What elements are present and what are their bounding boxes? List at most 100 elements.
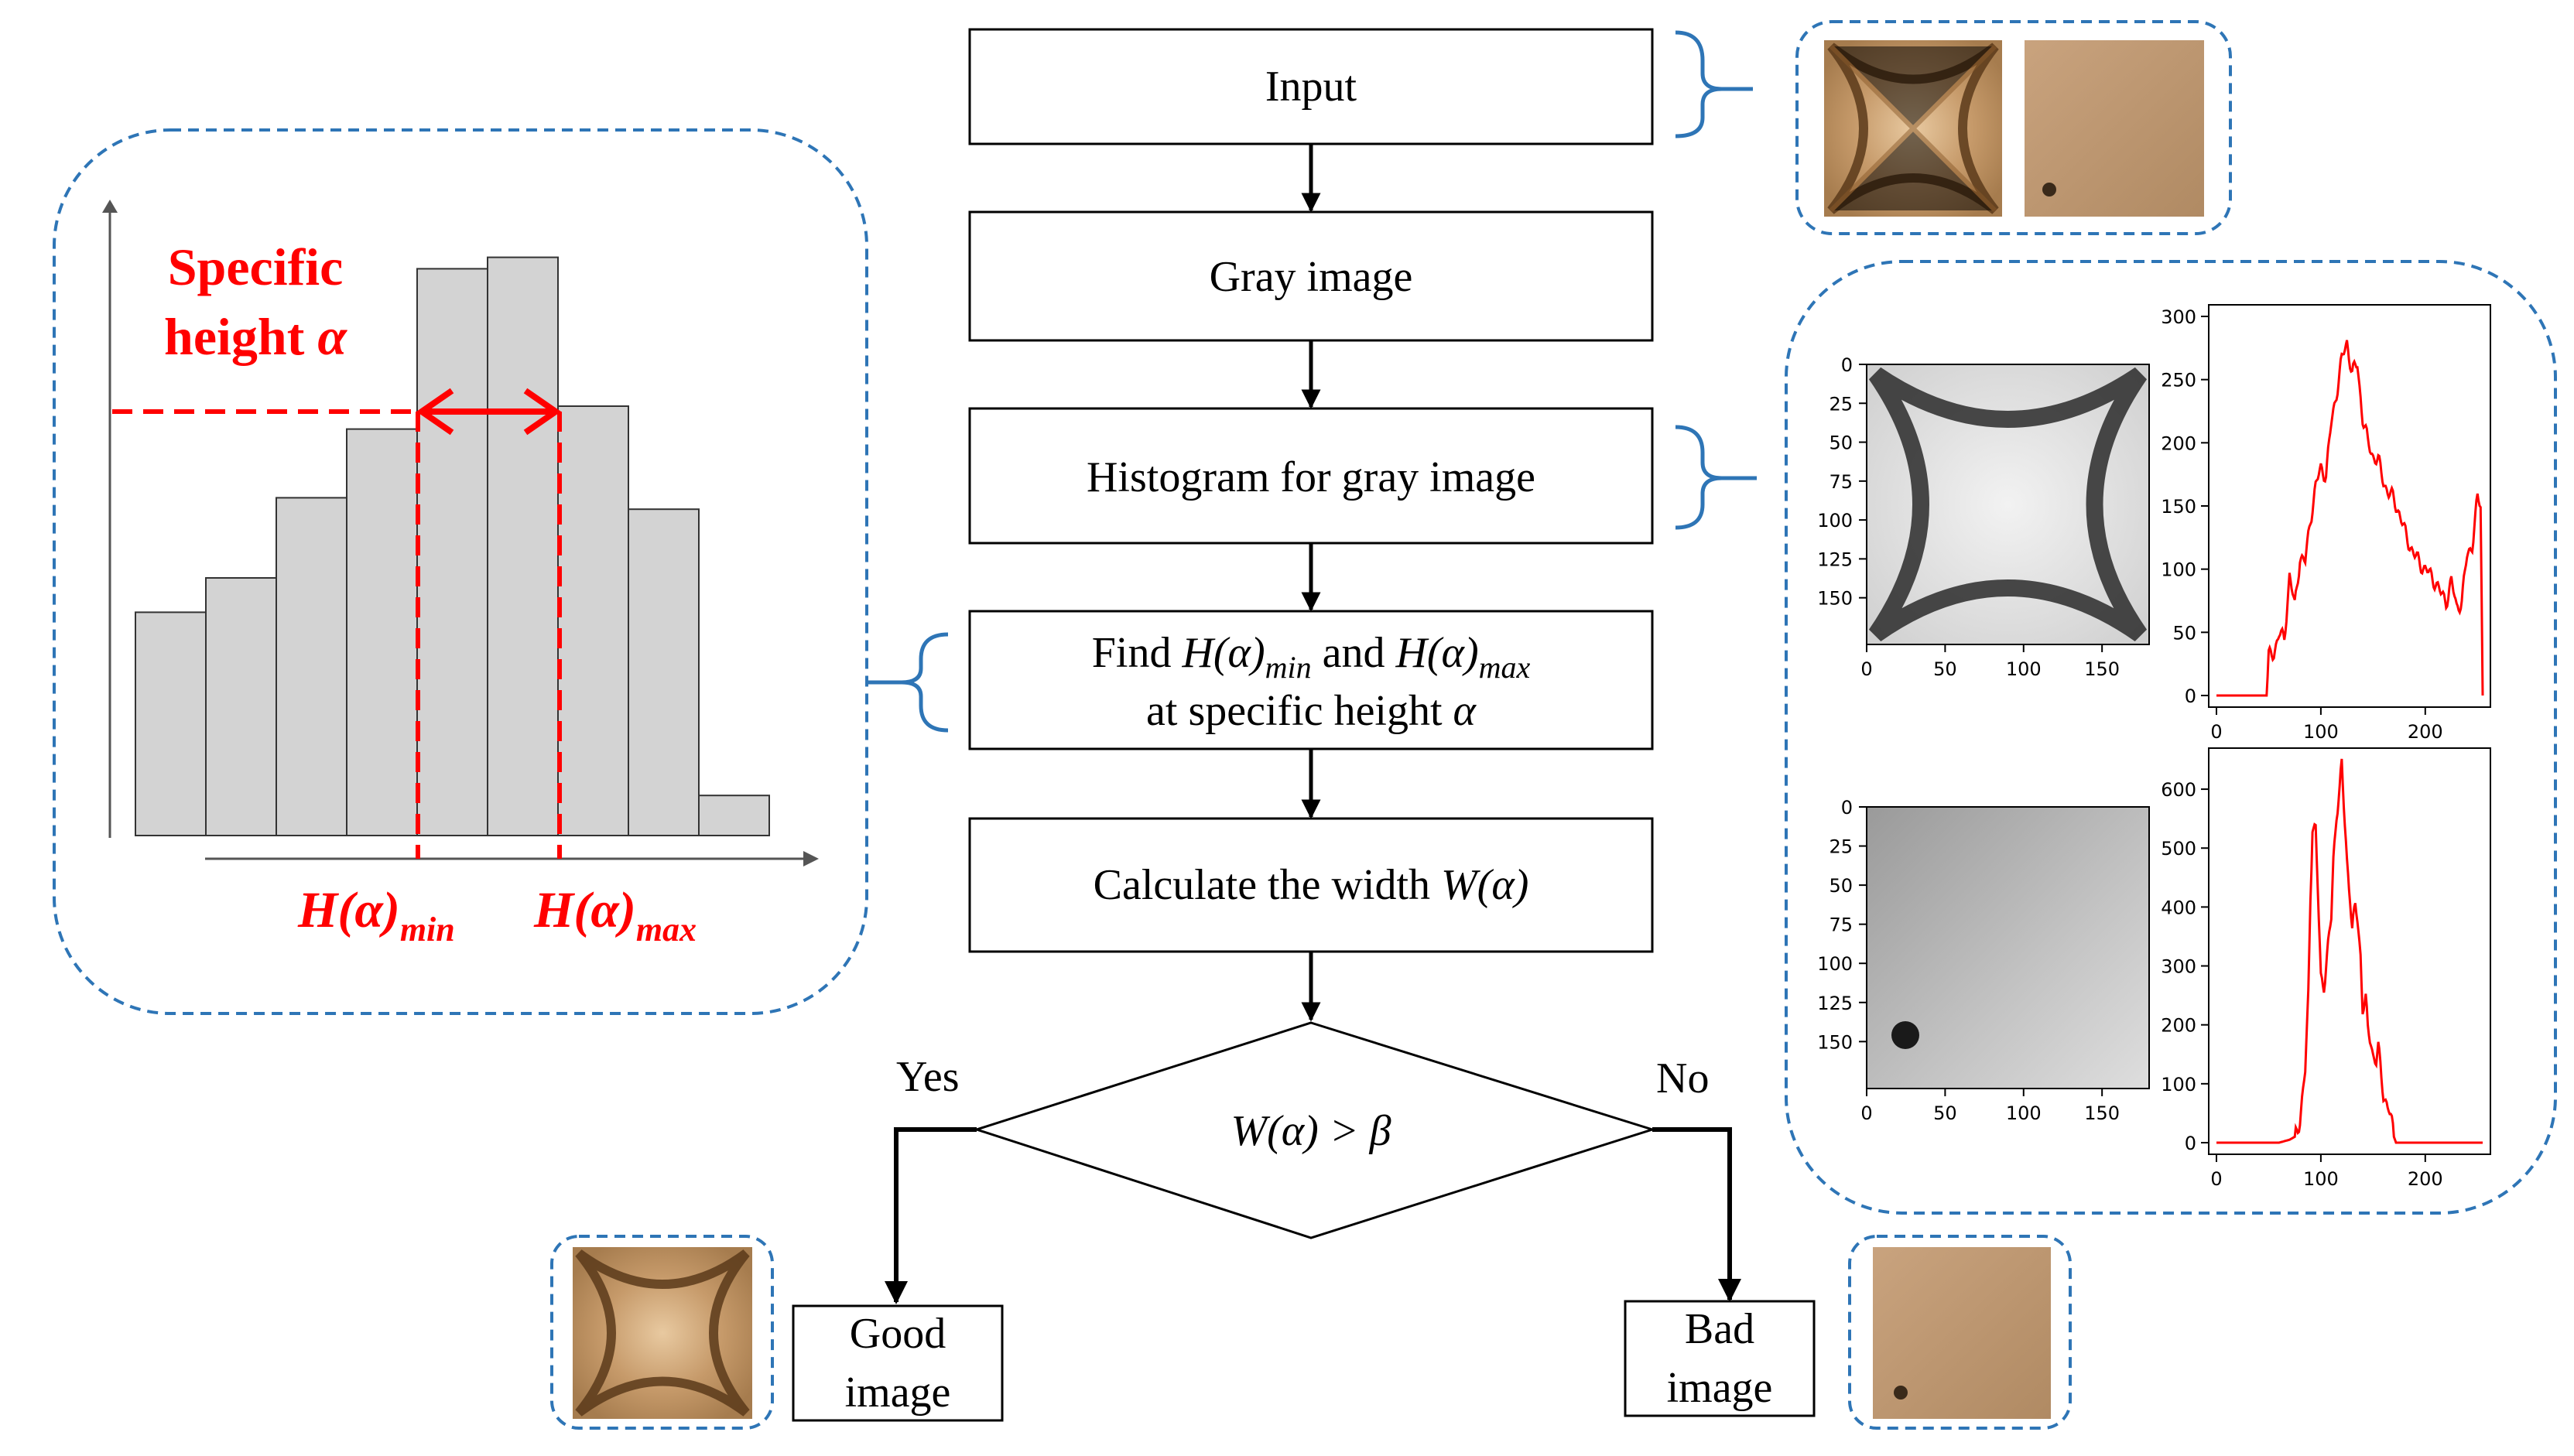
yes-label: Yes <box>896 1053 959 1101</box>
inset-bar <box>346 428 418 836</box>
decision-label: W(α) > β <box>1231 1107 1391 1155</box>
find-brace <box>868 632 949 733</box>
hist-ytick-label: 500 <box>2161 838 2196 860</box>
hist-ytick-label: 300 <box>2161 306 2196 328</box>
input-box <box>968 28 1654 145</box>
inset-histogram-bars <box>135 256 770 837</box>
img-ytick-label: 0 <box>1841 797 1853 819</box>
bottom-hist-frame <box>2208 747 2491 1155</box>
good-output-photo <box>573 1247 752 1419</box>
histogram-label: Histogram for gray image <box>1087 453 1535 501</box>
img-xtick-label: 100 <box>2006 658 2042 680</box>
top-gray-star <box>1868 367 2148 642</box>
find-label-line2: at specific height α <box>1146 687 1477 735</box>
gray-image-label: Gray image <box>1210 253 1413 301</box>
img-ytick-label: 150 <box>1817 588 1853 610</box>
histogram-brace <box>1675 425 1757 530</box>
good-output-group <box>550 1235 774 1430</box>
hist-ytick-label: 300 <box>2161 956 2196 978</box>
specific-height-label-line2: height α <box>164 307 347 366</box>
hist-ytick-label: 400 <box>2161 897 2196 918</box>
inset-bar <box>205 577 277 836</box>
hist-xtick-label: 200 <box>2408 1168 2443 1190</box>
good-image-label-line2: image <box>845 1369 951 1417</box>
input-good-photo <box>1824 40 2002 217</box>
hist-xtick-label: 100 <box>2303 1168 2339 1190</box>
hist-series-line <box>2216 340 2484 697</box>
img-ytick-label: 75 <box>1829 914 1853 936</box>
find-box <box>968 610 1654 750</box>
img-ytick-label: 50 <box>1829 875 1853 897</box>
bad-image-box <box>1624 1300 1816 1417</box>
hist-ytick-label: 200 <box>2161 432 2196 454</box>
hist-ytick-label: 50 <box>2172 622 2196 644</box>
img-ytick-label: 100 <box>1817 510 1853 531</box>
hist-series-line <box>2216 758 2483 1144</box>
bad-output-photo <box>1873 1247 2051 1419</box>
hist-ytick-label: 250 <box>2161 370 2196 391</box>
inset-bar <box>276 497 347 837</box>
input-samples-group <box>1795 20 2232 235</box>
hist-ytick-label: 100 <box>2161 1074 2196 1095</box>
hist-ytick-label: 0 <box>2185 685 2196 707</box>
bottom-gray-dark-spot <box>1891 1021 1919 1049</box>
inset-bar <box>416 268 488 836</box>
img-xtick-label: 0 <box>1860 1102 1872 1124</box>
no-branch-line <box>1652 1127 1741 1302</box>
bad-output-group <box>1848 1235 2072 1430</box>
img-xtick-label: 0 <box>1860 658 1872 680</box>
img-ytick-label: 0 <box>1841 354 1853 376</box>
input-label: Input <box>1265 63 1357 111</box>
inset-dashed-frame <box>53 128 868 1015</box>
img-xtick-label: 50 <box>1933 658 1957 680</box>
histogram-box <box>968 407 1654 545</box>
input-samples-frame <box>1795 20 2232 235</box>
img-ytick-label: 100 <box>1817 953 1853 975</box>
top-hist-frame <box>2208 304 2491 708</box>
img-xtick-label: 100 <box>2006 1102 2042 1124</box>
hist-xtick-label: 0 <box>2210 721 2222 743</box>
decision-diamond <box>973 1021 1656 1239</box>
input-brace <box>1675 30 1753 138</box>
yes-branch-line <box>885 1127 977 1304</box>
img-xtick-label: 50 <box>1933 1102 1957 1124</box>
input-bad-photo <box>2025 40 2204 217</box>
img-xtick-label: 150 <box>2084 658 2120 680</box>
img-ytick-label: 125 <box>1817 549 1853 570</box>
hist-ytick-label: 100 <box>2161 559 2196 581</box>
hist-ytick-label: 600 <box>2161 779 2196 801</box>
inset-y-axis-arrow <box>102 200 118 213</box>
hist-ytick-label: 0 <box>2185 1133 2196 1154</box>
good-output-frame <box>550 1235 774 1430</box>
inset-bar <box>487 256 559 837</box>
inset-bar <box>698 795 770 836</box>
img-ytick-label: 50 <box>1829 432 1853 454</box>
hist-xtick-label: 200 <box>2408 721 2443 743</box>
img-ytick-label: 150 <box>1817 1031 1853 1053</box>
hist-ytick-label: 150 <box>2161 496 2196 518</box>
hmin-label: H(α)min <box>297 882 455 948</box>
calculate-label: Calculate the width W(α) <box>1094 861 1529 909</box>
img-ytick-label: 125 <box>1817 993 1853 1014</box>
flowchart: Input Gray image Histogram for gray imag… <box>792 28 1816 1422</box>
gray-image-box <box>968 210 1654 342</box>
inset-bar <box>557 405 629 836</box>
bad-output-frame <box>1848 1235 2072 1430</box>
width-arrow-right-head <box>523 388 562 436</box>
inset-x-axis-arrow <box>803 851 819 866</box>
top-gray-image <box>1866 364 2150 645</box>
img-ytick-label: 75 <box>1829 471 1853 493</box>
specific-height-label-line1: Specific <box>168 238 344 296</box>
width-arrow-left-head <box>416 388 454 436</box>
good-image-label-line1: Good <box>850 1310 946 1358</box>
bad-image-label-line1: Bad <box>1685 1305 1754 1353</box>
hist-xtick-label: 0 <box>2210 1168 2222 1190</box>
bad-image-label-line2: image <box>1667 1364 1773 1412</box>
plots-dashed-frame <box>1785 260 2557 1215</box>
histogram-inset: Specific height α H(α)min H(α)max <box>53 128 868 1015</box>
